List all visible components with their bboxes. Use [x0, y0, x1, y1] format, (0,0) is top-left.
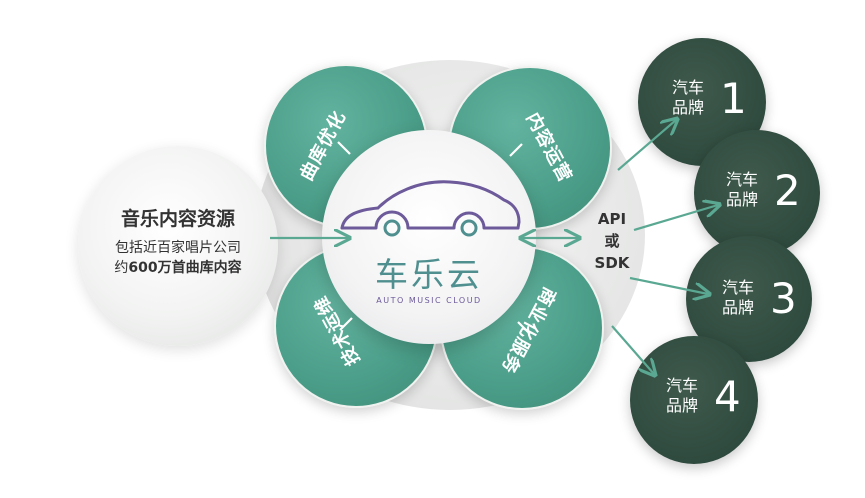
car-brand-1-label-bottom: 品牌: [672, 98, 705, 117]
car-brand-4-number: 4: [714, 372, 741, 421]
tick-bottom-left: [339, 317, 353, 331]
source-line-2-prefix: 约: [114, 260, 129, 276]
api-line-3: SDK: [594, 254, 630, 272]
core-circle: 车乐云 AUTO MUSIC CLOUD: [322, 130, 536, 344]
car-brand-2-label-top: 汽车: [726, 170, 759, 189]
tick-top-left: [337, 141, 351, 155]
tick-bottom-right: [517, 321, 531, 335]
arrow-to-brand-1: [617, 120, 676, 171]
car-brand-1-number: 1: [720, 74, 747, 123]
source-title: 音乐内容资源: [120, 208, 235, 230]
source-description: 包括近百家唱片公司 约600万首曲库内容: [78, 238, 278, 278]
arrow-to-brand-3: [629, 276, 708, 294]
api-line-2: 或: [604, 232, 620, 250]
car-brand-2-label: 汽车 品牌: [726, 170, 758, 210]
api-sdk-label: API 或 SDK: [584, 208, 640, 274]
car-brand-3-number: 3: [770, 274, 797, 323]
car-brand-2-label-bottom: 品牌: [726, 190, 759, 209]
core-brand-name: 车乐云: [375, 255, 483, 294]
arrow-to-brand-2: [633, 205, 718, 232]
source-line-1: 包括近百家唱片公司: [115, 240, 241, 256]
car-brand-1-label: 汽车 品牌: [672, 78, 704, 118]
car-brand-2-number: 2: [774, 166, 801, 215]
car-brand-4-label-bottom: 品牌: [666, 396, 699, 415]
source-line-2: 约600万首曲库内容: [78, 258, 278, 278]
car-brand-4-label: 汽车 品牌: [666, 376, 698, 416]
car-brand-4-label-top: 汽车: [666, 376, 699, 395]
car-brand-3-label: 汽车 品牌: [722, 278, 754, 318]
car-brand-circle-2: 汽车 品牌 2: [694, 130, 820, 256]
music-source-circle: 音乐内容资源 包括近百家唱片公司 约600万首曲库内容: [78, 146, 278, 346]
source-line-2-bold: 600万首曲库内容: [128, 260, 242, 276]
car-logo-icon: [340, 180, 521, 237]
car-brand-3-label-bottom: 品牌: [722, 298, 755, 317]
core-brand-subtitle: AUTO MUSIC CLOUD: [376, 296, 482, 305]
car-brand-3-label-top: 汽车: [722, 278, 755, 297]
car-brand-1-label-top: 汽车: [672, 78, 705, 97]
arrow-to-brand-4: [611, 325, 654, 374]
api-line-1: API: [597, 210, 627, 228]
car-brand-circle-4: 汽车 品牌 4: [630, 336, 758, 464]
tick-top-right: [509, 143, 523, 157]
